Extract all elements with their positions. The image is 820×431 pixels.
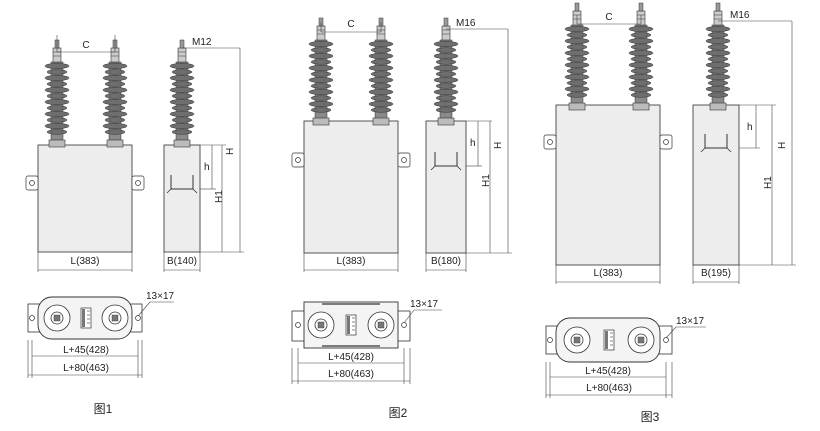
fig2-height-label: H — [493, 142, 504, 149]
fig3-hole-label: 13×17 — [676, 316, 705, 327]
fig2-dim1-label: L+45(428) — [328, 352, 374, 363]
fig3-caption: 图3 — [641, 410, 660, 424]
fig2-dim2-label: L+80(463) — [328, 369, 374, 380]
fig3-dim1-label: L+45(428) — [585, 366, 631, 377]
fig2-hole-label: 13×17 — [410, 299, 439, 310]
fig2-height1-label: H1 — [481, 174, 492, 187]
fig1-width-label: B(140) — [167, 256, 197, 267]
fig3-height1-label: H1 — [763, 176, 774, 189]
fig1-height-label: H — [225, 148, 236, 155]
fig3-thread-label: M16 — [730, 10, 750, 21]
fig1-hole-label: 13×17 — [146, 291, 175, 302]
fig2-spacing-label: C — [347, 19, 354, 30]
fig1-thread-label: M12 — [192, 37, 212, 48]
fig3-front-view: C L(383) — [543, 2, 673, 284]
fig1-side-view: M12 H H1 h B(140) — [163, 37, 244, 272]
fig3-height-label: H — [777, 142, 788, 149]
fig3-dim2-label: L+80(463) — [586, 383, 632, 394]
figure-1: C L(383) M12 H H1 h B(140) — [25, 35, 244, 416]
fig2-length-label: L(383) — [337, 256, 366, 267]
fig2-caption: 图2 — [389, 406, 408, 420]
figure-3: C L(383) M16 H H1 h B(195) — [543, 2, 796, 424]
fig3-width-label: B(195) — [701, 268, 731, 279]
fig2-width-label: B(180) — [431, 256, 461, 267]
fig2-front-view: C L(383) — [291, 17, 411, 272]
fig1-height1-label: H1 — [214, 190, 225, 203]
fig3-h-label: h — [747, 122, 753, 133]
fig2-plan-view: 13×17 L+45(428) L+80(463) — [291, 299, 442, 384]
fig3-length-label: L(383) — [594, 268, 623, 279]
fig1-length-label: L(383) — [71, 256, 100, 267]
fig3-spacing-label: C — [605, 12, 612, 23]
fig1-plan-view: 13×17 L+45(428) L+80(463) — [27, 291, 175, 378]
fig1-caption: 图1 — [94, 402, 113, 416]
figure-2: C L(383) M16 H H1 h B(180) — [291, 17, 512, 420]
fig1-dim1-label: L+45(428) — [63, 345, 109, 356]
fig1-spacing-label: C — [82, 40, 89, 51]
fig1-dim2-label: L+80(463) — [63, 363, 109, 374]
fig1-h-label: h — [204, 162, 210, 173]
fig2-h-label: h — [470, 138, 476, 149]
fig2-side-view: M16 H H1 h B(180) — [425, 17, 512, 272]
fig3-plan-view: 13×17 L+45(428) L+80(463) — [545, 316, 706, 398]
fig3-side-view: M16 H H1 h B(195) — [692, 2, 796, 284]
fig1-front-view: C L(383) — [25, 35, 145, 272]
fig2-thread-label: M16 — [456, 18, 476, 29]
